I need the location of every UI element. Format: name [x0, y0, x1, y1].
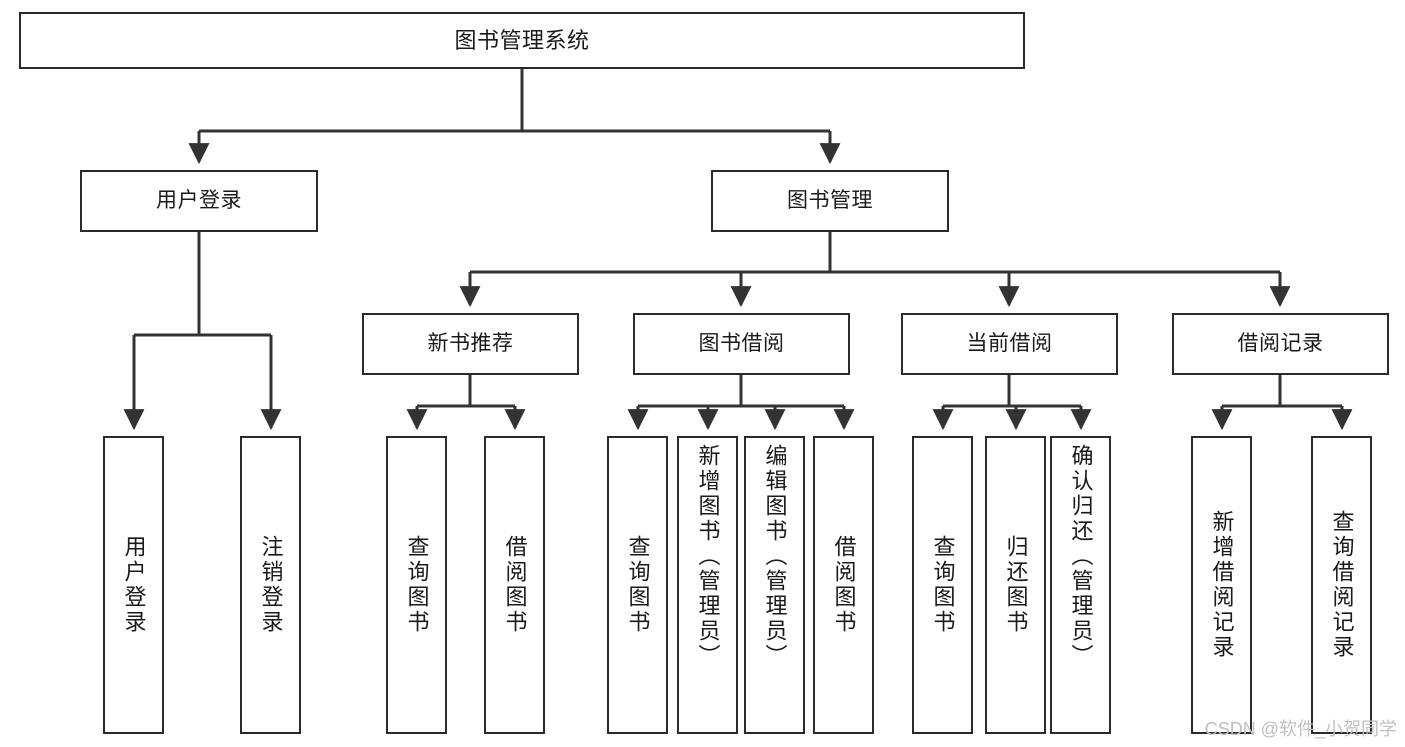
node-new-book-recommend-label: 新书推荐 [427, 331, 514, 355]
leaf-query-borrow-record-label: 查询借阅记录 [1329, 510, 1355, 660]
leaf-query-book-newbook-label: 查询图书 [404, 535, 430, 635]
leaf-user-login-label: 用户登录 [121, 535, 147, 635]
leaf-logout[interactable]: 注销登录 [240, 436, 301, 734]
leaf-add-book-admin[interactable]: 新增图书（管理员） [677, 436, 738, 734]
leaf-add-book-admin-label: 新增图书（管理员） [695, 444, 721, 669]
leaf-query-book-current-label: 查询图书 [930, 535, 956, 635]
node-book-management-label: 图书管理 [787, 188, 873, 212]
leaf-edit-book-admin-label: 编辑图书（管理员） [762, 444, 788, 669]
leaf-confirm-return-admin-label: 确认归还（管理员） [1068, 444, 1094, 669]
node-current-borrow[interactable]: 当前借阅 [901, 313, 1118, 375]
leaf-query-borrow-record[interactable]: 查询借阅记录 [1311, 436, 1372, 734]
leaf-query-book-newbook[interactable]: 查询图书 [386, 436, 447, 734]
node-root[interactable]: 图书管理系统 [19, 12, 1025, 69]
leaf-borrow-book-label: 借阅图书 [831, 535, 857, 635]
leaf-add-borrow-record[interactable]: 新增借阅记录 [1191, 436, 1252, 734]
leaf-return-book[interactable]: 归还图书 [985, 436, 1046, 734]
node-user-login-label: 用户登录 [156, 188, 242, 212]
leaf-edit-book-admin[interactable]: 编辑图书（管理员） [744, 436, 805, 734]
leaf-return-book-label: 归还图书 [1003, 535, 1029, 635]
node-borrow-record-label: 借阅记录 [1237, 331, 1324, 355]
node-borrow-record[interactable]: 借阅记录 [1172, 313, 1389, 375]
node-book-borrow-label: 图书借阅 [698, 331, 785, 355]
leaf-borrow-book[interactable]: 借阅图书 [813, 436, 874, 734]
leaf-query-book-borrow-label: 查询图书 [625, 535, 651, 635]
node-current-borrow-label: 当前借阅 [966, 331, 1053, 355]
node-book-borrow[interactable]: 图书借阅 [633, 313, 850, 375]
node-book-management[interactable]: 图书管理 [711, 170, 949, 232]
leaf-borrow-book-newbook-label: 借阅图书 [502, 535, 528, 635]
leaf-logout-label: 注销登录 [258, 535, 284, 635]
leaf-query-book-current[interactable]: 查询图书 [912, 436, 973, 734]
leaf-user-login[interactable]: 用户登录 [103, 436, 164, 734]
leaf-borrow-book-newbook[interactable]: 借阅图书 [484, 436, 545, 734]
leaf-query-book-borrow[interactable]: 查询图书 [607, 436, 668, 734]
node-user-login[interactable]: 用户登录 [80, 170, 318, 232]
node-root-label: 图书管理系统 [454, 27, 590, 53]
leaf-confirm-return-admin[interactable]: 确认归还（管理员） [1050, 436, 1111, 734]
leaf-add-borrow-record-label: 新增借阅记录 [1209, 510, 1235, 660]
node-new-book-recommend[interactable]: 新书推荐 [362, 313, 579, 375]
